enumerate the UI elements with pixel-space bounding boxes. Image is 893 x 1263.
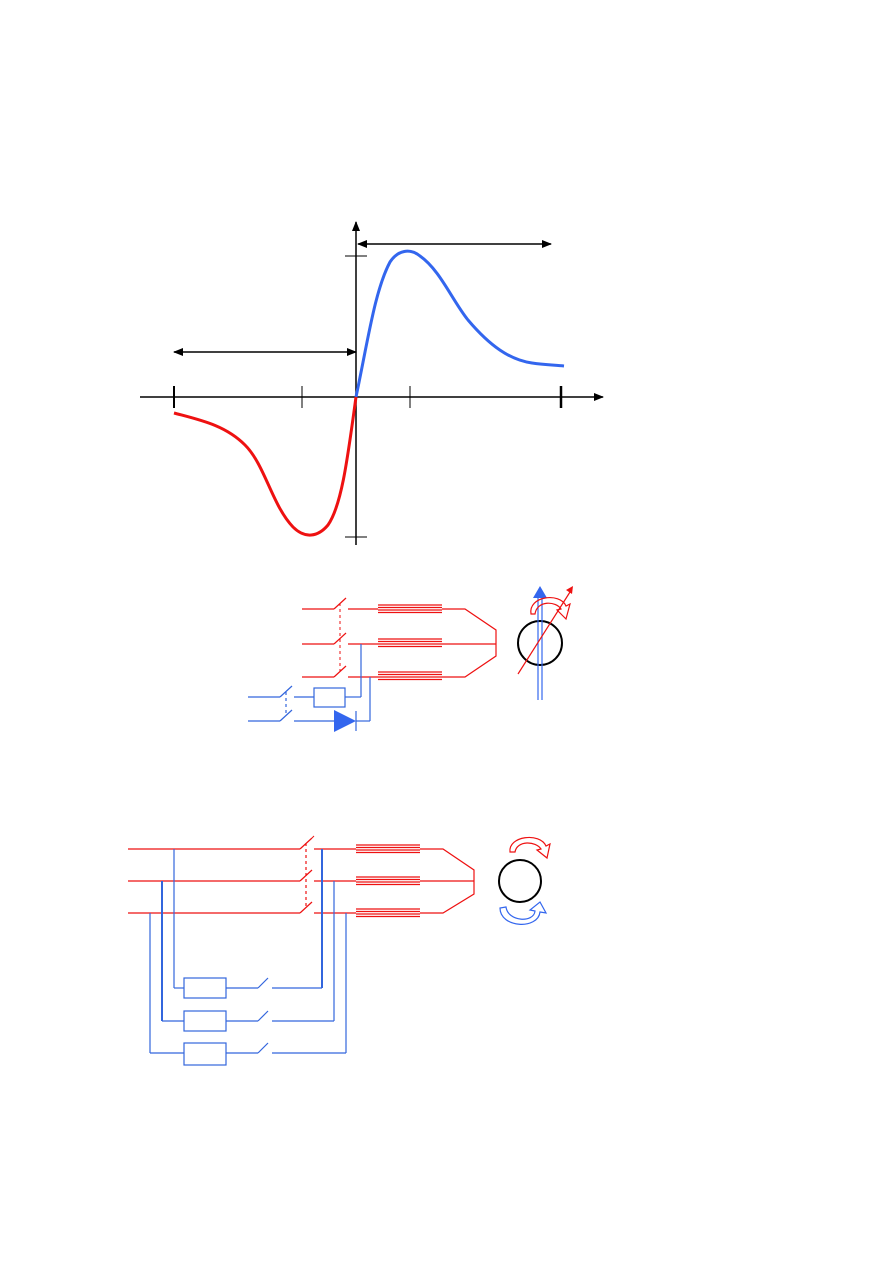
reverse-braking-circuit bbox=[128, 835, 551, 1066]
rectifier-resistor bbox=[313, 687, 346, 708]
braking-region-curve bbox=[173, 396, 358, 537]
motor-region-curve bbox=[354, 249, 565, 398]
diode-icon bbox=[334, 710, 356, 732]
stator-windings bbox=[378, 604, 442, 681]
stator-windings-2 bbox=[356, 844, 420, 918]
torque-slip-chart bbox=[140, 221, 604, 545]
main-switch bbox=[311, 835, 315, 839]
dc-braking-circuit bbox=[248, 586, 573, 732]
rotation-arrow-icon bbox=[530, 597, 571, 621]
three-switches bbox=[257, 1042, 269, 1054]
machine-circle-icon bbox=[517, 620, 563, 666]
rotor-machine bbox=[498, 859, 542, 903]
three-resistors bbox=[183, 977, 227, 999]
